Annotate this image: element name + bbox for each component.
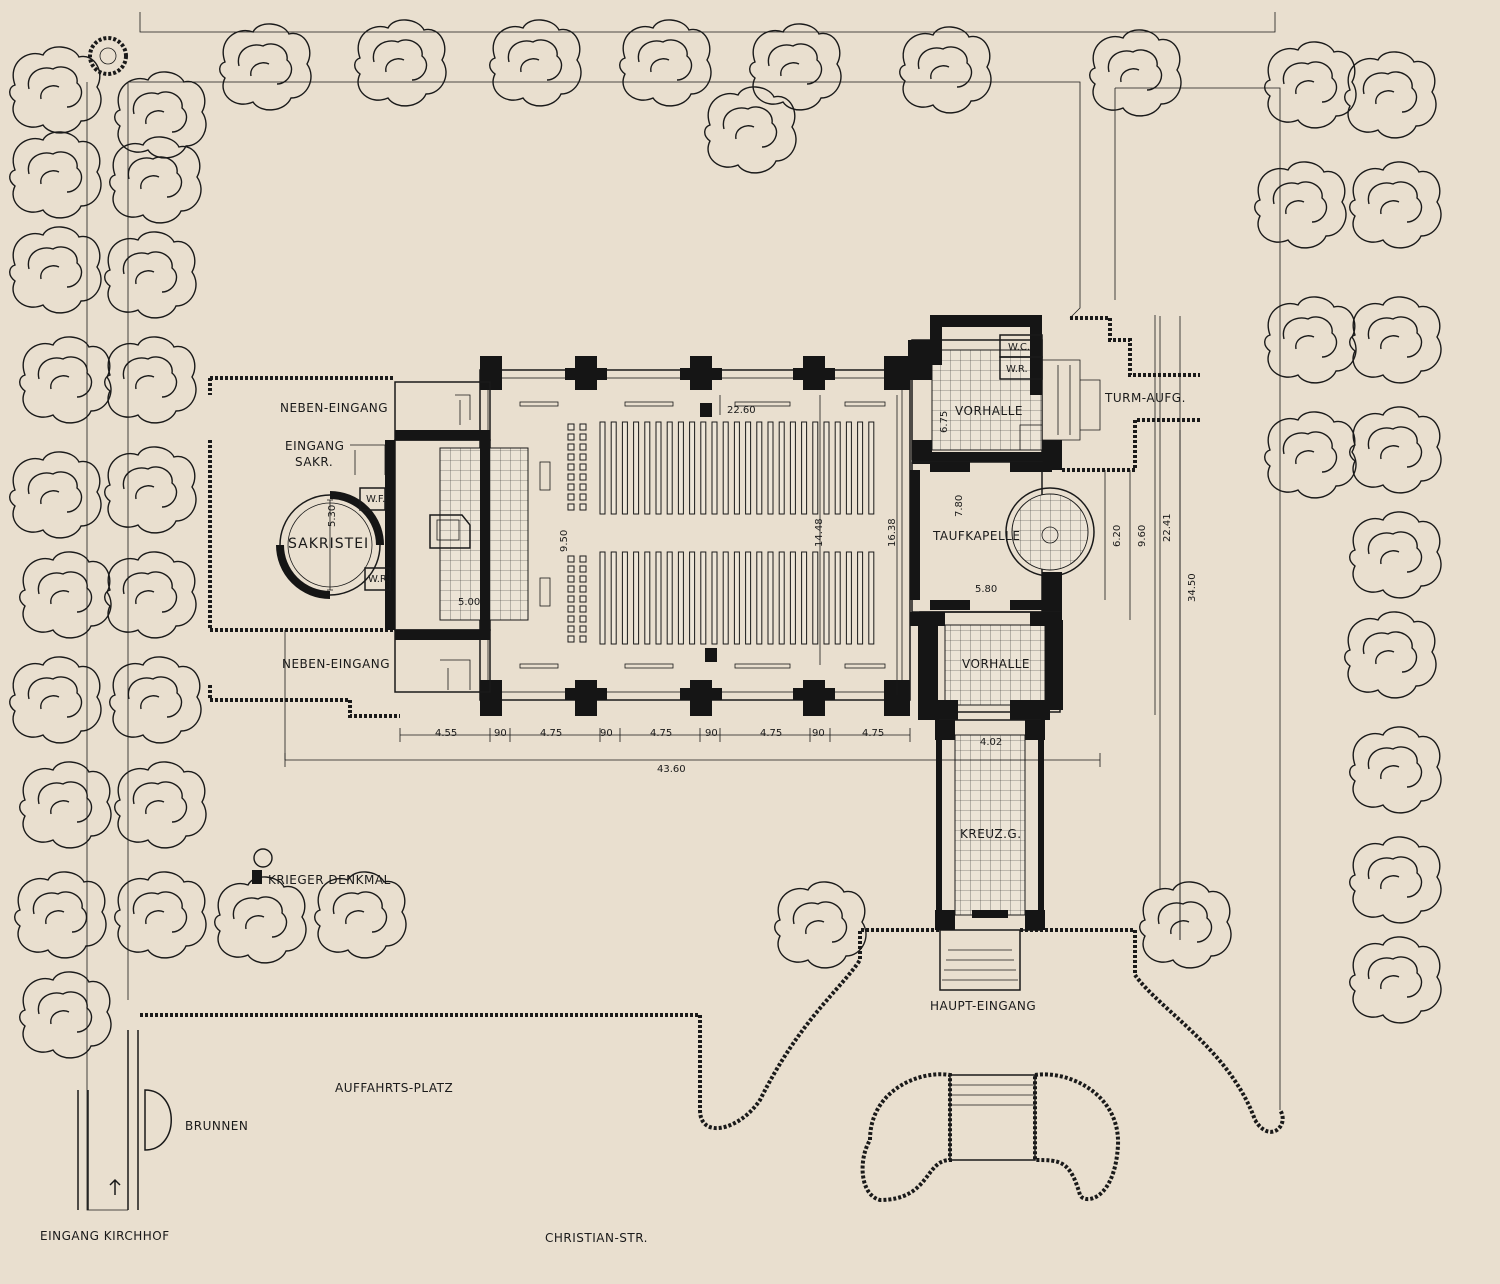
forecourt — [939, 930, 1036, 1161]
label-kreuzgang: KREUZ.G. — [960, 827, 1022, 841]
label-haupt-eingang: HAUPT-EINGANG — [930, 999, 1036, 1013]
label-wc: W.C. — [1008, 342, 1030, 353]
label-eingang-kirchhof: EINGANG KIRCHHOF — [40, 1229, 170, 1243]
label-auffahrts-platz: AUFFAHRTS-PLATZ — [335, 1081, 453, 1095]
brunnen-feature — [77, 1030, 172, 1210]
church-building — [276, 315, 1101, 931]
dim-total-length: 43.60 — [657, 764, 686, 775]
dim-sanctuary-depth: 9.50 — [559, 530, 570, 552]
labels: NEBEN-EINGANG EINGANG SAKR. SAKRISTEI W.… — [40, 342, 1186, 1245]
label-vorhalle-bottom: VORHALLE — [962, 657, 1030, 671]
dim-nave-length: 22.60 — [727, 405, 756, 416]
label-wr-left: W.R. — [368, 574, 390, 585]
pews — [567, 421, 875, 645]
label-brunnen: BRUNNEN — [185, 1119, 248, 1133]
dim-sakristei-diameter: 5.30 — [327, 505, 338, 527]
dim-tauf-diam-a: 6.20 — [1112, 525, 1123, 547]
dim-tauf-height: 7.80 — [954, 495, 965, 517]
dimension-lines — [284, 315, 1181, 940]
trees — [9, 19, 1442, 1059]
label-vorhalle-top: VORHALLE — [955, 404, 1023, 418]
label-eingang-sakr-2: SAKR. — [295, 455, 333, 469]
dim-nave-width: 14.48 — [814, 518, 825, 547]
bay-dimension: 4.55 — [435, 728, 457, 739]
label-neben-eingang-bottom: NEBEN-EINGANG — [282, 657, 390, 671]
bay-dimension: 90 — [705, 728, 718, 739]
dim-kreuzgang-width: 4.02 — [980, 737, 1002, 748]
bay-dimension: 4.75 — [862, 728, 884, 739]
bay-dimensions: 4.55 90 4.75 90 4.75 90 4.75 90 4.75 — [435, 728, 884, 739]
hedges — [140, 316, 1285, 1203]
dimension-texts: 22.60 14.48 16.38 9.50 5.00 5.30 7.80 5.… — [327, 405, 1198, 775]
dim-right-total: 22.41 — [1162, 513, 1173, 542]
label-christian-str: CHRISTIAN-STR. — [545, 1231, 648, 1245]
label-wf: W.F. — [366, 494, 385, 505]
dim-nave-height-total: 16.38 — [887, 518, 898, 547]
bay-dimension: 90 — [600, 728, 613, 739]
label-taufkapelle: TAUFKAPELLE — [932, 529, 1020, 543]
dim-tauf-diam-b: 9.60 — [1137, 525, 1148, 547]
bay-dimension: 90 — [494, 728, 507, 739]
bay-dimension: 4.75 — [760, 728, 782, 739]
dim-right-long: 34.50 — [1187, 573, 1198, 602]
dim-small-675: 6.75 — [939, 411, 950, 433]
bay-dimension: 90 — [812, 728, 825, 739]
garden-emblem — [88, 36, 128, 76]
label-neben-eingang-top: NEBEN-EINGANG — [280, 401, 388, 415]
label-sakristei: SAKRISTEI — [288, 536, 369, 552]
bay-dimension: 4.75 — [540, 728, 562, 739]
label-wr-right: W.R. — [1006, 364, 1028, 375]
site-lines — [86, 12, 1281, 1211]
label-krieger-denkmal: KRIEGER DENKMAL — [268, 873, 391, 887]
label-eingang-sakr: EINGANG — [285, 439, 344, 453]
dim-sanctuary-width: 5.00 — [458, 597, 480, 608]
krieger-denkmal-symbol — [252, 848, 273, 884]
label-turm-aufg: TURM-AUFG. — [1104, 391, 1186, 405]
bay-dimension: 4.75 — [650, 728, 672, 739]
dim-tauf-width: 5.80 — [975, 584, 997, 595]
